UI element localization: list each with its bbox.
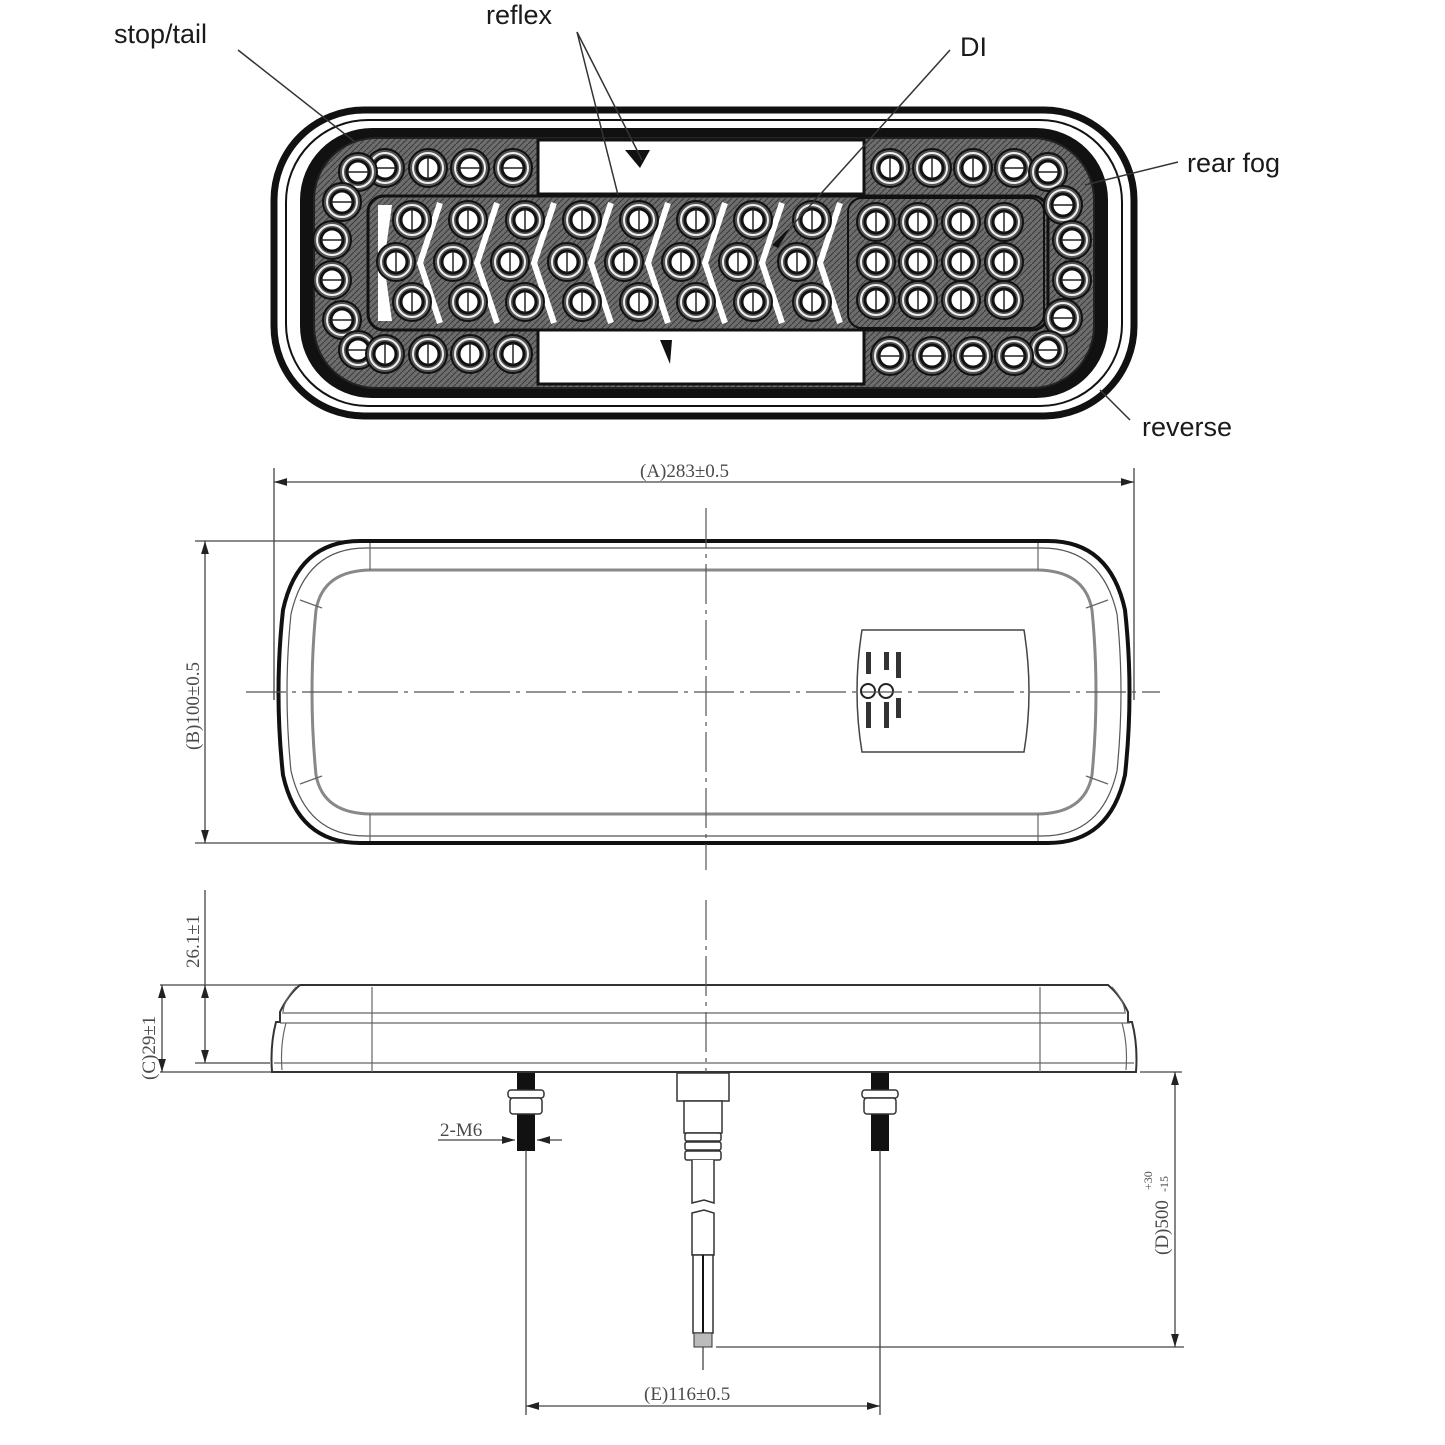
dimension-a-label: (A)283±0.5 [640, 461, 729, 482]
dimension-c-label: (C)29±1 [139, 1016, 160, 1080]
rear-view [195, 468, 1160, 870]
dimension-depth-label: 26.1±1 [183, 915, 204, 968]
front-view [237, 31, 1179, 421]
callout-stop-tail: stop/tail [114, 19, 207, 49]
callout-reverse: reverse [1142, 412, 1232, 442]
callout-rear-fog: rear fog [1187, 148, 1280, 178]
reflex-window-top [536, 138, 866, 196]
mounting-stud-right [861, 1073, 899, 1415]
callout-di: DI [960, 32, 987, 62]
dimension-d-tol-upper: +30 [1141, 1171, 1155, 1190]
callout-reflex: reflex [486, 0, 553, 30]
dimension-d-tol-lower: -15 [1157, 1176, 1171, 1192]
dimension-e-label: (E)116±0.5 [644, 1384, 730, 1405]
dimension-b-label: (B)100±0.5 [183, 662, 204, 750]
di-chevrons [416, 202, 843, 324]
side-view [158, 890, 1184, 1415]
dimension-d-label: (D)500 [1152, 1200, 1173, 1255]
dimension-thread-label: 2-M6 [440, 1120, 482, 1141]
approval-label-plate [856, 629, 1030, 753]
mounting-stud-left [507, 1073, 545, 1415]
reflex-window-bottom [536, 328, 866, 386]
cable-assembly [676, 1072, 730, 1370]
approval-marks [860, 652, 901, 728]
